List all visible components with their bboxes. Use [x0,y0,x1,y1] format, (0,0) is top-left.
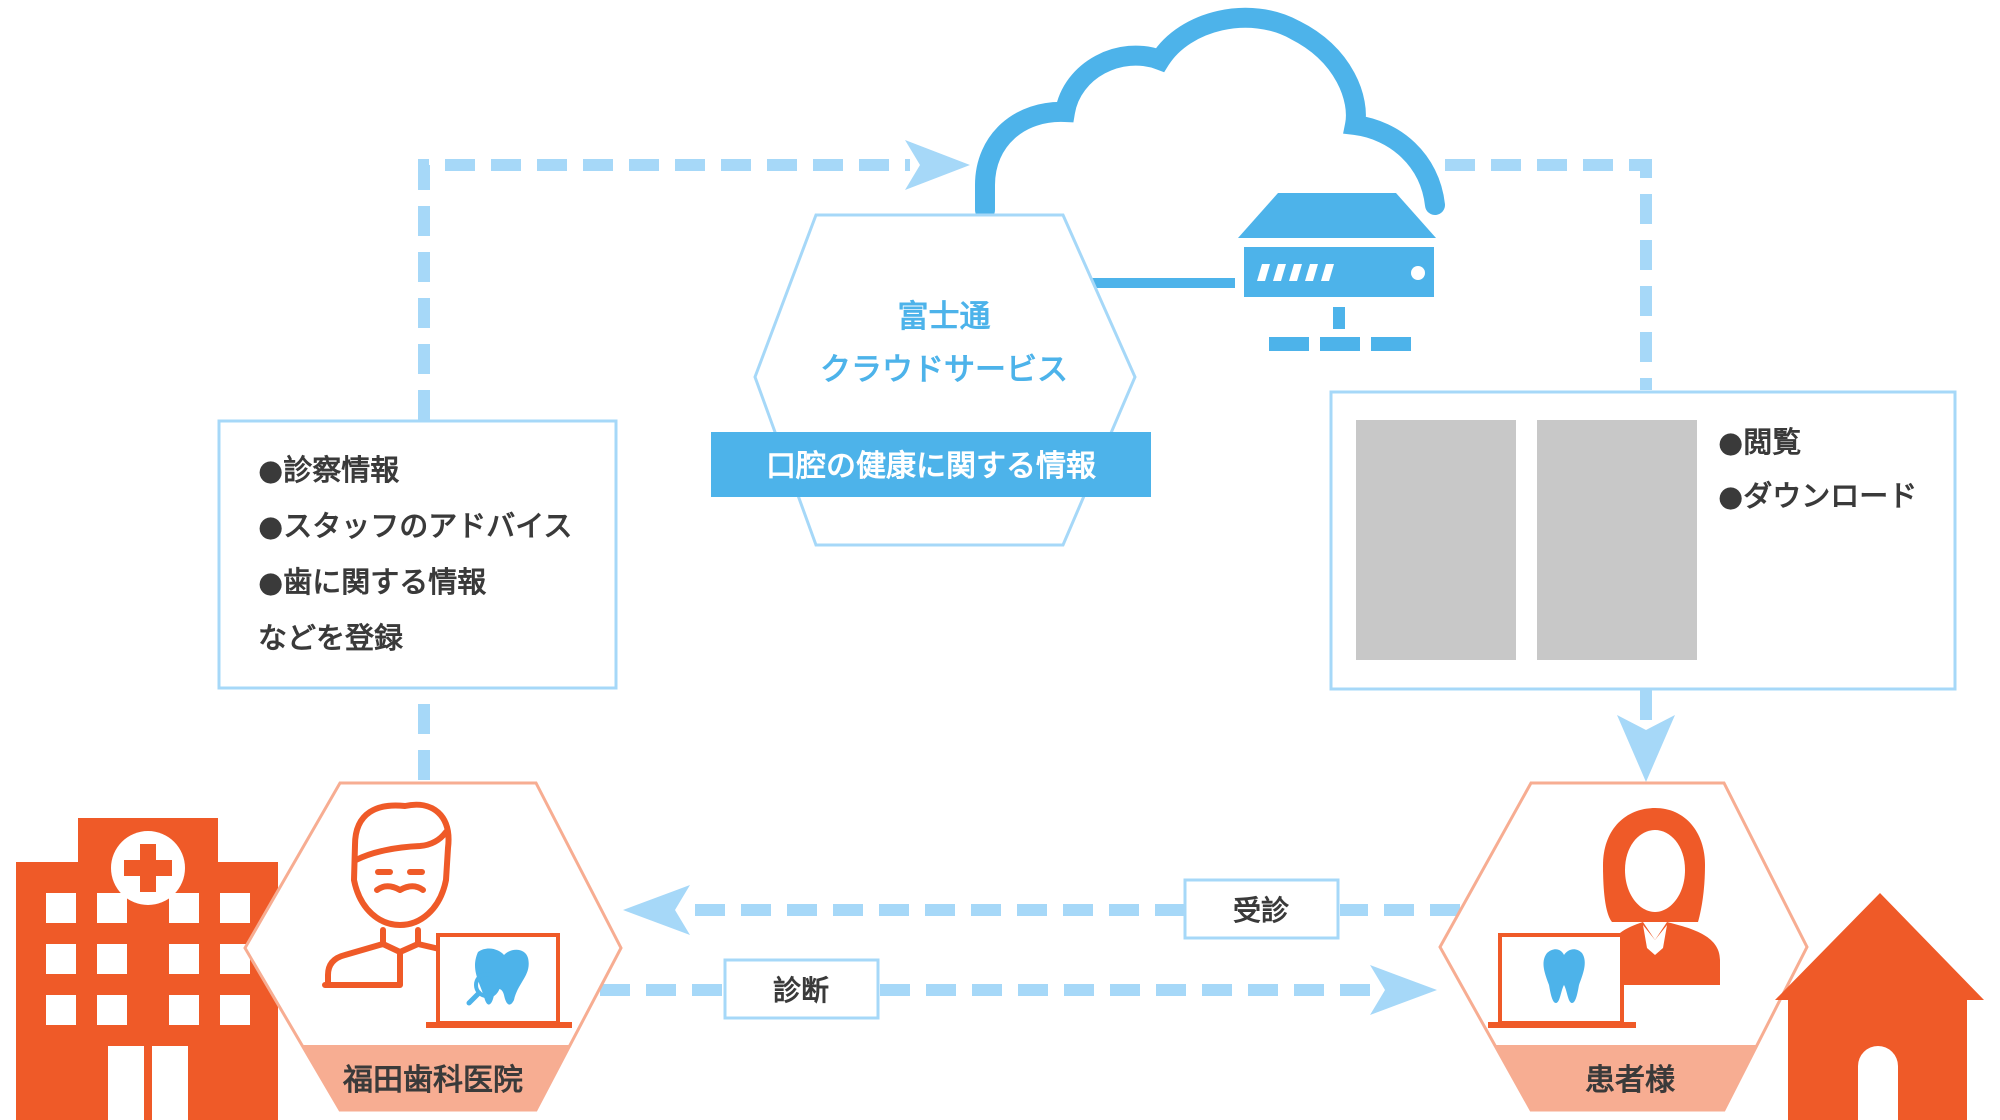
cloud-title: 富士通 [898,299,991,335]
diagnosis-label: 診断 [773,974,829,1007]
server-icon [1075,193,1436,351]
register-item-2: ●スタッフのアドバイス [258,509,572,543]
arrowhead-diagnosis [1370,965,1437,1015]
patient-label: 患者様 [1585,1063,1676,1098]
clinic-laptop-icon [426,933,572,1028]
register-info-box [217,419,618,690]
exam-label: 受診 [1233,894,1290,927]
document-thumbnail-1 [1356,420,1516,660]
exam-label-box [1183,878,1340,940]
upload-line-upper [418,159,910,420]
register-item-3: ●歯に関する情報 [258,565,487,599]
document-thumbnail-2 [1537,420,1697,660]
view-item-2: ●ダウンロード [1718,479,1917,513]
download-line-top [1445,159,1652,390]
view-item-1: ●閲覧 [1718,425,1801,459]
flow-lines [418,159,1652,996]
register-item-1: ●診察情報 [258,453,400,487]
arrowhead-to-clinic [623,885,690,935]
cloud-subtitle: クラウドサービス [820,352,1068,388]
patient-icon [1603,808,1720,985]
cloud-icon [975,7,1445,220]
cloud-banner-label: 口腔の健康に関する情報 [766,449,1097,484]
patient-laptop-icon [1488,933,1636,1028]
cloud-banner [711,432,1151,497]
house-icon [1775,893,1984,1120]
magnifier-icon [474,972,500,998]
register-footer: などを登録 [258,621,404,655]
hospital-icon [16,818,278,1120]
tooth-icon [475,948,529,1005]
clinic-label: 福田歯科医院 [342,1063,523,1098]
patient-tooth-icon [1543,949,1585,1003]
arrowhead-to-patient [1617,715,1675,782]
diagnosis-label-box [723,958,880,1020]
arrowhead-to-cloud [905,140,970,190]
